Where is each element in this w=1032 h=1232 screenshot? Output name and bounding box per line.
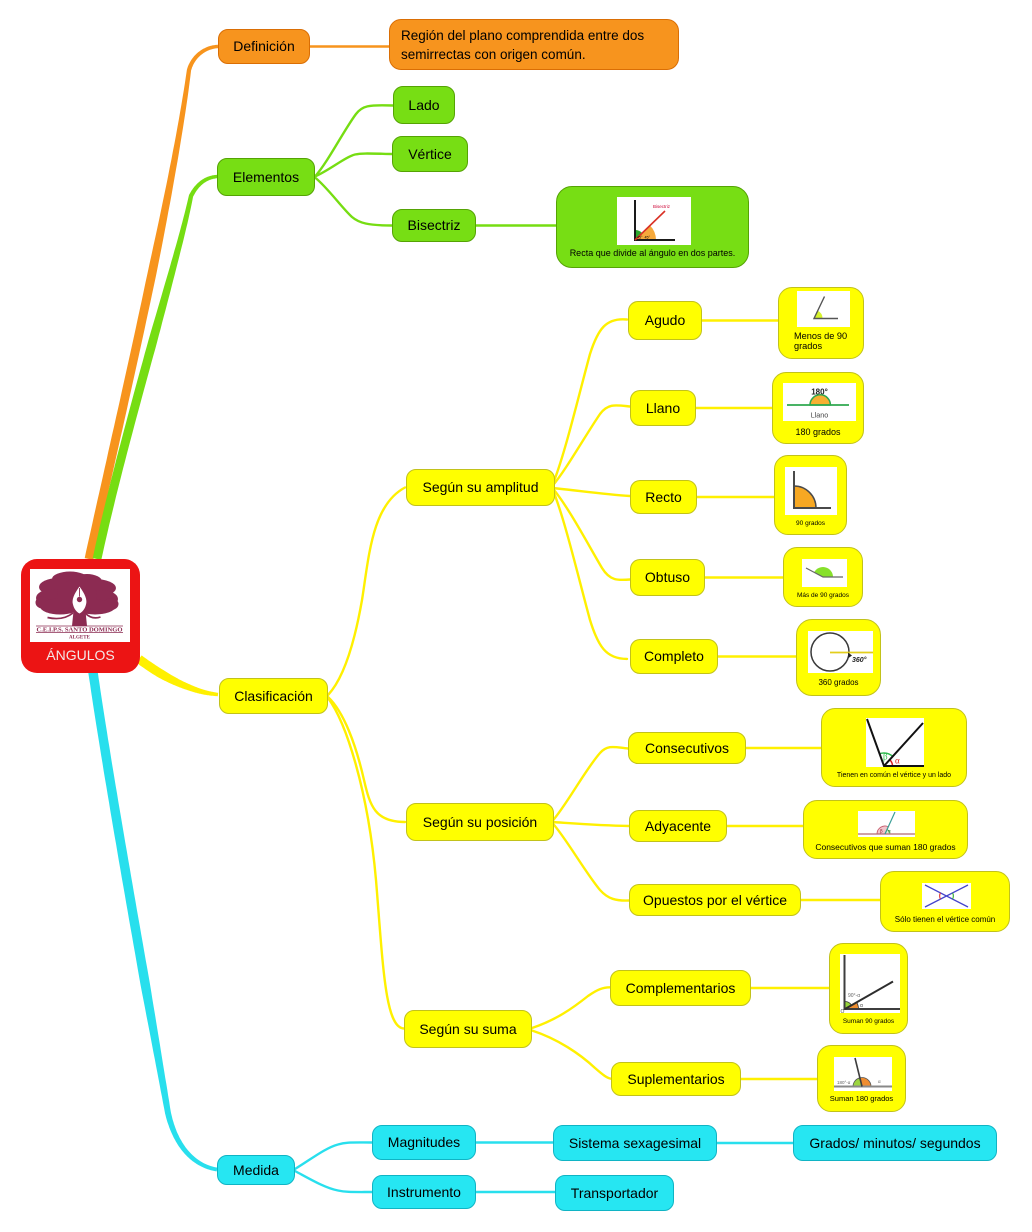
svg-text:α: α (878, 1079, 881, 1084)
svg-text:45°: 45° (637, 236, 643, 240)
svg-text:90°-α: 90°-α (848, 993, 860, 999)
svg-text:180°-α: 180°-α (837, 1080, 851, 1085)
svg-text:C.E.I.P.S. SANTO DOMINGO: C.E.I.P.S. SANTO DOMINGO (37, 627, 123, 634)
svg-text:ALGETE: ALGETE (69, 635, 91, 640)
svg-text:O: O (841, 1009, 845, 1013)
svg-text:180°: 180° (811, 388, 828, 397)
svg-text:α: α (895, 756, 900, 766)
svg-text:α: α (860, 1003, 863, 1009)
svg-text:360°: 360° (852, 656, 867, 664)
svg-text:β: β (880, 829, 883, 834)
svg-text:Llano: Llano (811, 411, 829, 420)
svg-text:α: α (888, 829, 891, 834)
svg-text:Bisectriz: Bisectriz (653, 204, 671, 209)
svg-text:45°: 45° (645, 236, 651, 240)
svg-text:β: β (883, 752, 888, 762)
